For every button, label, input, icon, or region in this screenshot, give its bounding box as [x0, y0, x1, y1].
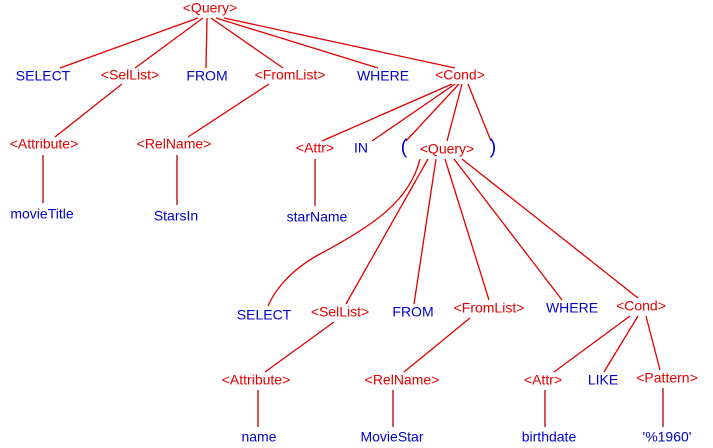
node-sub-query: <Query> [420, 141, 474, 157]
node-cond-1: <Cond> [435, 67, 485, 83]
node-movietitle: movieTitle [10, 206, 73, 222]
edge-cond-attr-1 [321, 83, 453, 142]
edge-cond-like [603, 315, 639, 373]
edge-cond-subquery [446, 83, 463, 142]
node-attr-1: <Attr> [296, 140, 334, 156]
node-select-1: SELECT [16, 68, 71, 84]
node-sellist-2: <SelList> [311, 304, 369, 320]
node-birthdate: birthdate [522, 429, 577, 445]
tree-edges [42, 17, 664, 427]
edge-root-fromlist-1 [210, 17, 284, 69]
node-in-keyword: IN [354, 140, 368, 156]
edge-subquery-cond-2 [461, 158, 639, 299]
edge-cond-paren-open [405, 83, 460, 142]
node-sellist-1: <SelList> [101, 67, 159, 83]
node-relname-2: <RelName> [365, 372, 440, 388]
node-attribute-1: <Attribute> [10, 136, 79, 152]
node-from-2: FROM [392, 304, 433, 320]
node-paren-open: ( [401, 136, 408, 158]
edge-subquery-where-2 [453, 158, 563, 301]
edge-subquery-from-2 [413, 158, 437, 305]
edge-fromlist-relname-1 [187, 83, 270, 138]
node-starsin: StarsIn [154, 208, 198, 224]
node-starname: starName [287, 209, 348, 225]
edge-subquery-fromlist-2 [444, 158, 490, 301]
node-where-2: WHERE [546, 300, 598, 316]
edge-root-cond-1 [223, 17, 456, 69]
edge-root-select-1 [59, 17, 199, 69]
edge-cond-in [371, 83, 456, 142]
tree-labels: <Query> SELECT <SelList> FROM <FromList>… [10, 0, 698, 445]
node-where-1: WHERE [357, 68, 409, 84]
node-from-1: FROM [186, 68, 227, 84]
edge-cond-pattern [645, 315, 661, 371]
edge-sellist-attribute-2 [264, 321, 335, 373]
node-name: name [241, 429, 276, 445]
node-select-2: SELECT [237, 307, 292, 323]
node-paren-close: ) [490, 136, 497, 158]
edge-root-sellist-1 [134, 17, 204, 69]
edge-subquery-sellist-2 [345, 158, 429, 305]
edge-root-where-1 [215, 17, 379, 69]
edge-subquery-select-2 [267, 158, 421, 307]
node-fromlist-1: <FromList> [255, 67, 326, 83]
node-fromlist-2: <FromList> [454, 300, 525, 316]
edge-cond-paren-close [467, 83, 492, 142]
edge-fromlist-relname-2 [403, 317, 471, 373]
node-attr-2: <Attr> [524, 372, 562, 388]
node-pattern: <Pattern> [636, 370, 698, 386]
edge-root-from-1 [205, 17, 208, 69]
node-root-query: <Query> [183, 0, 237, 16]
edge-cond-attr-2 [553, 315, 631, 373]
node-pattern-value: '%1960' [643, 429, 692, 445]
edge-sellist-attribute-1 [54, 83, 123, 138]
node-relname-1: <RelName> [137, 136, 212, 152]
node-like-keyword: LIKE [588, 372, 618, 388]
node-cond-2: <Cond> [616, 298, 666, 314]
node-moviestar: MovieStar [360, 429, 423, 445]
node-attribute-2: <Attribute> [222, 372, 291, 388]
